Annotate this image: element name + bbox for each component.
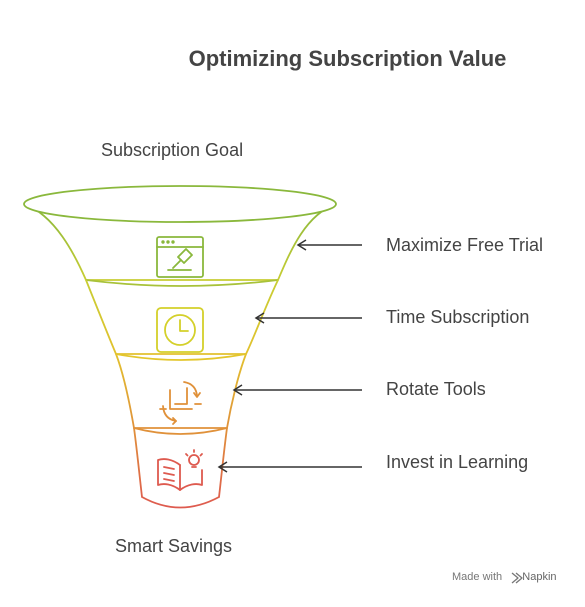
funnel-stage-2 [85,279,279,361]
funnel-bottom-label: Smart Savings [115,536,233,556]
arrow-stage-2 [254,312,362,324]
stage-2-label: Time Subscription [386,307,530,327]
page-title: Optimizing Subscription Value [188,46,507,71]
watermark-brand: Napkin [522,571,557,583]
napkin-logo-icon [511,572,523,584]
book-lightbulb-icon [157,449,203,491]
arrow-stage-4 [217,461,362,473]
arrow-stage-1 [296,239,362,251]
funnel-rim [23,185,337,223]
stage-4-label: Invest in Learning [386,452,529,472]
arrow-stage-3 [232,384,362,396]
funnel-stage-3 [115,353,247,435]
clock-icon [156,307,204,353]
stage-3-label: Rotate Tools [386,379,486,399]
browser-tool-icon [156,236,204,278]
watermark-prefix: Made with [452,571,503,583]
rotate-crop-icon [159,381,202,425]
stage-1-label: Maximize Free Trial [386,235,544,255]
funnel-top-label: Subscription Goal [101,140,244,160]
funnel-stage-4 [133,427,228,509]
watermark[interactable]: Made with Napkin [452,571,557,583]
